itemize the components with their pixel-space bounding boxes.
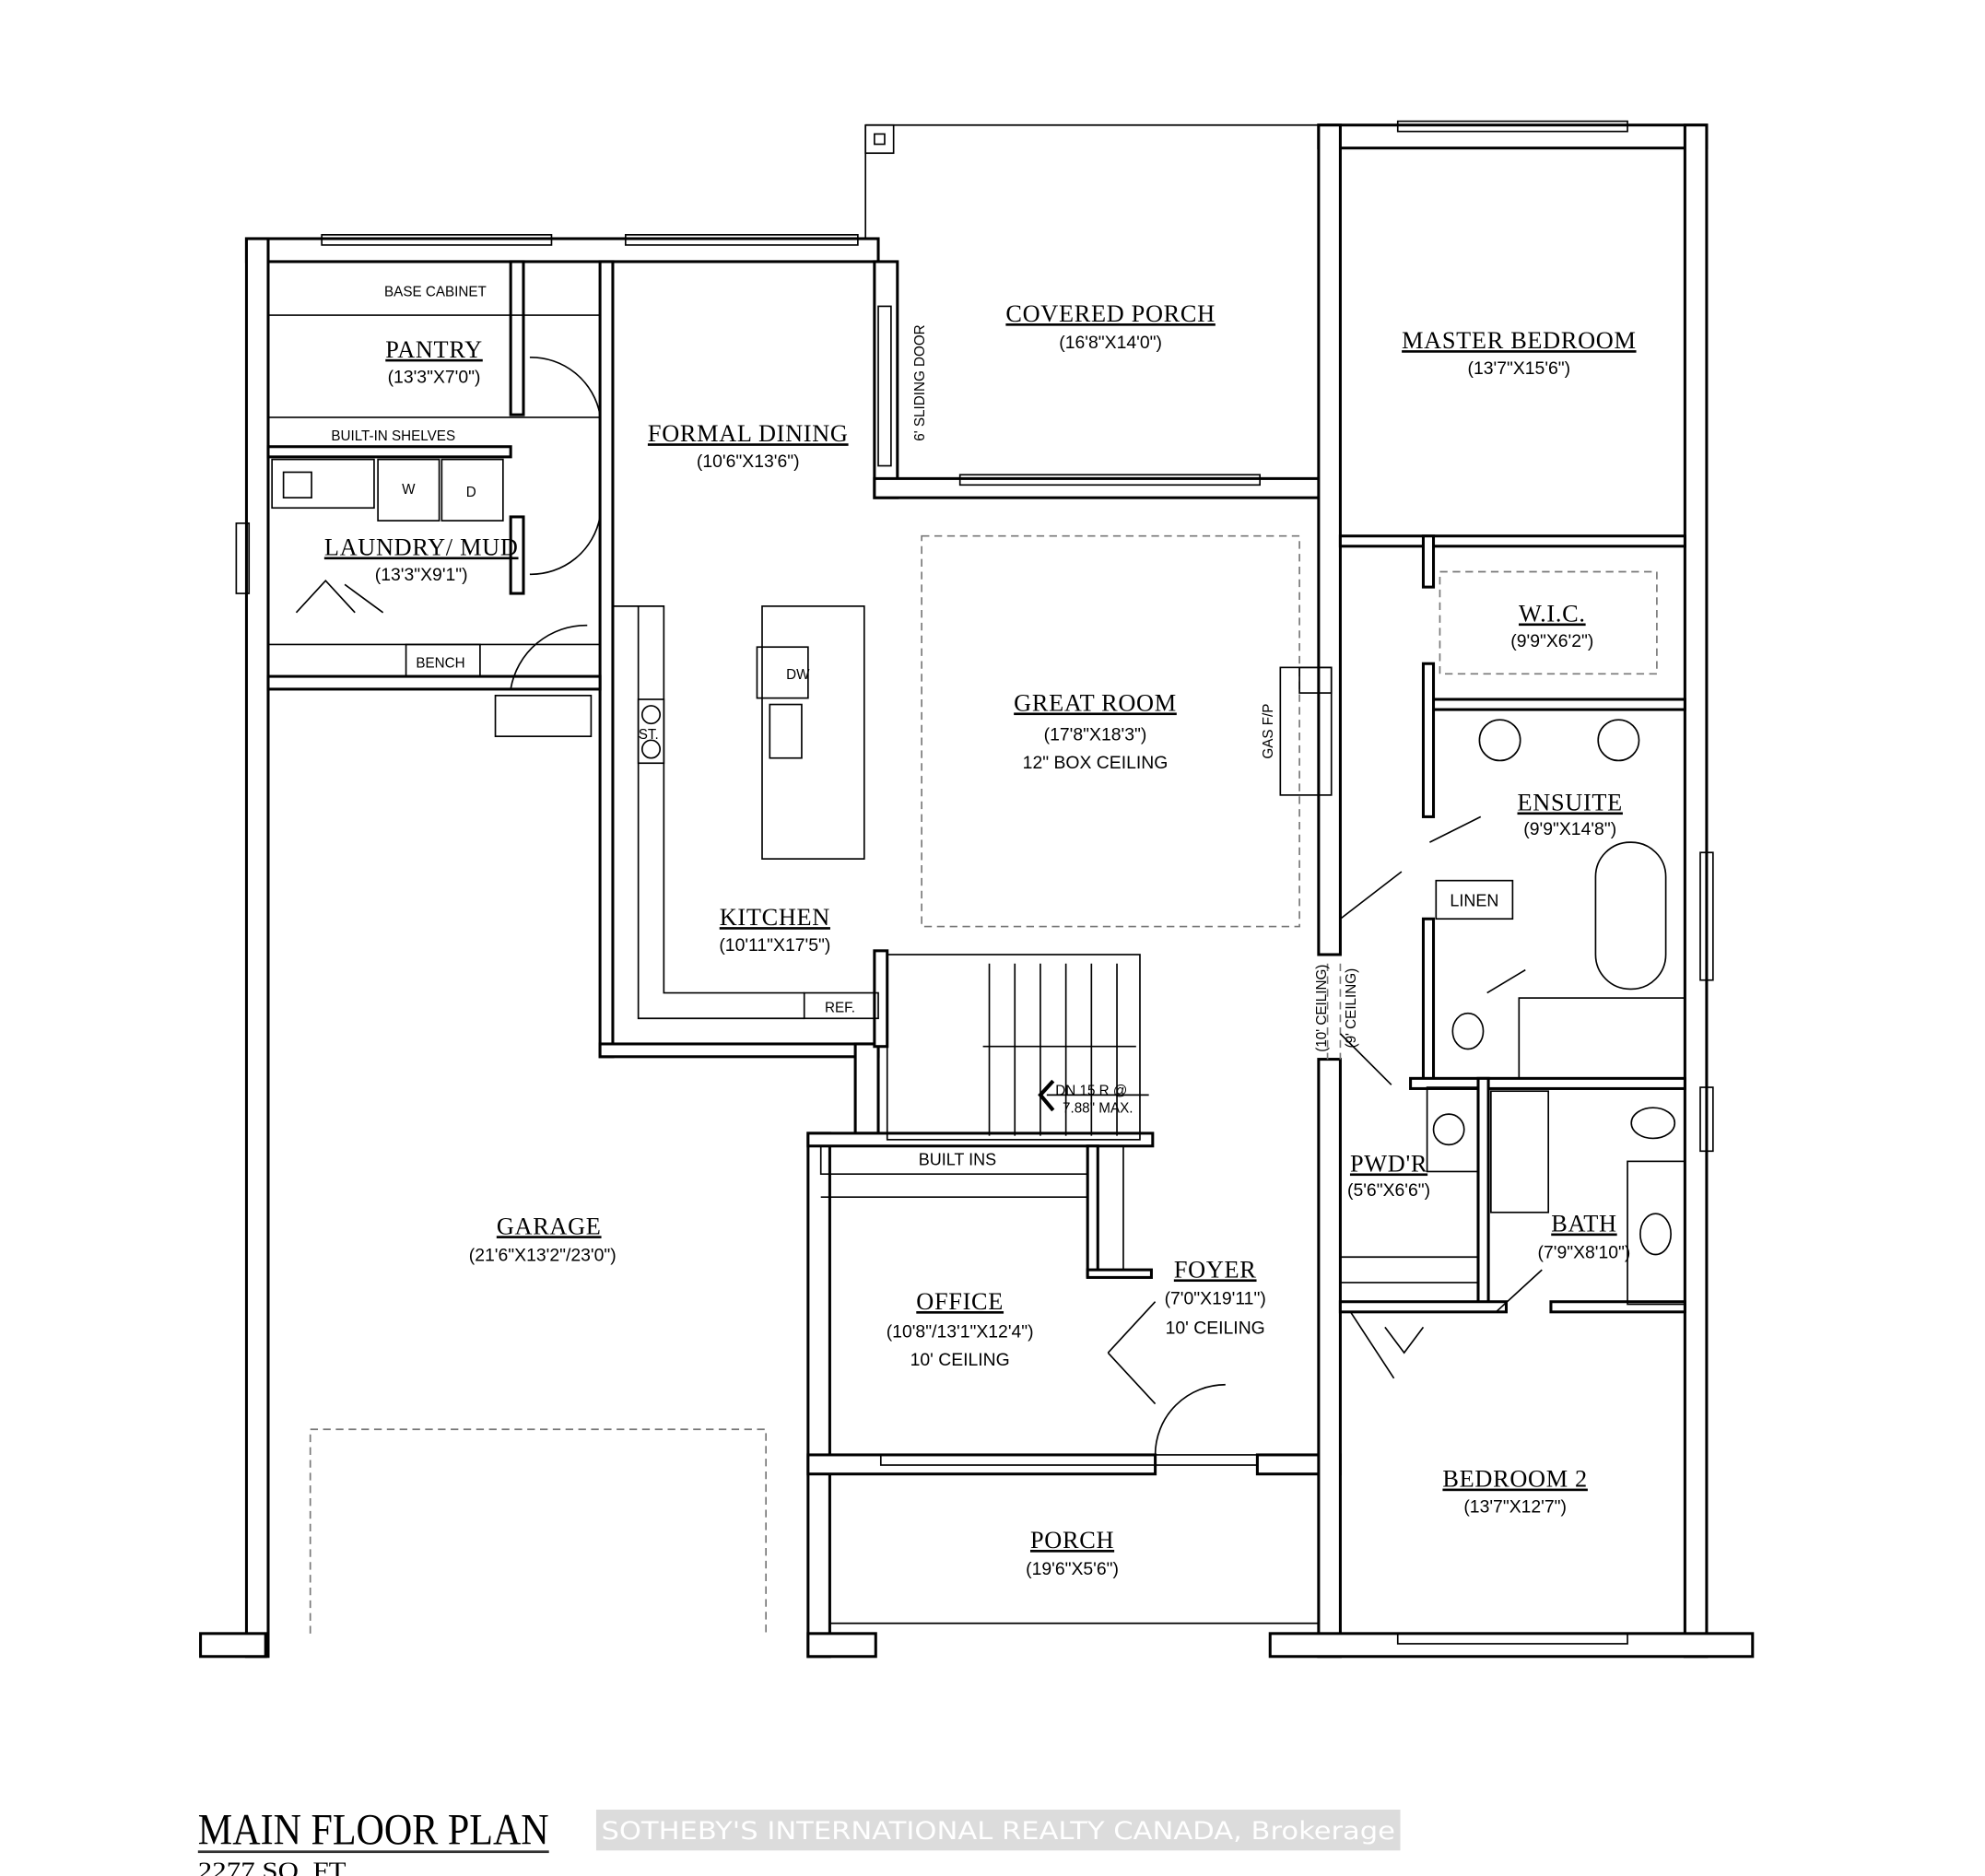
- room-name-pwdr: PWD'R: [1350, 1150, 1427, 1177]
- room-name-ensuite: ENSUITE: [1518, 789, 1623, 815]
- room-dims-porch: (19'6"X5'6"): [1026, 1559, 1119, 1579]
- plan-title: MAIN FLOOR PLAN: [198, 1806, 549, 1854]
- room-dims-pwdr: (5'6"X6'6"): [1347, 1180, 1430, 1201]
- room-dims-pantry: (13'3"X7'0"): [388, 368, 481, 388]
- room-dims-garage: (21'6"X13'2"/23'0"): [469, 1245, 617, 1265]
- bench-label: BENCH: [416, 655, 464, 671]
- built-ins-label: BUILT INS: [919, 1151, 996, 1169]
- room-dims-laundry-mud: (13'3"X9'1"): [375, 565, 468, 585]
- room-name-kitchen: KITCHEN: [720, 904, 830, 931]
- covered-porch-outline: [864, 123, 1319, 256]
- room-name-bath: BATH: [1551, 1211, 1616, 1237]
- room-note-great-room: 12" BOX CEILING: [1023, 753, 1169, 773]
- stairs-label-line2: 7.88" MAX.: [1063, 1101, 1133, 1117]
- room-dims-wic: (9'9"X6'2"): [1510, 631, 1593, 651]
- fixtures: [267, 314, 1686, 1634]
- ceiling-10-label: (10' CEILING): [1314, 965, 1330, 1052]
- room-dims-great-room: (17'8"X18'3"): [1044, 724, 1147, 745]
- windows: [235, 120, 1714, 1645]
- stairs-label-line1: DN 15 R @: [1055, 1083, 1127, 1098]
- brokerage-watermark: SOTHEBY'S INTERNATIONAL REALTY CANADA, B…: [601, 1818, 1394, 1846]
- room-name-pantry: PANTRY: [385, 336, 483, 363]
- room-note-foyer: 10' CEILING: [1166, 1318, 1265, 1338]
- sliding-door-label: 6' SLIDING DOOR: [912, 324, 928, 440]
- title-block: MAIN FLOOR PLAN 2277 SQ. FT. SOTHEBY'S I…: [197, 1806, 1401, 1876]
- ceiling-9-label: (9' CEILING): [1344, 968, 1359, 1049]
- room-name-covered-porch: COVERED PORCH: [1005, 300, 1215, 327]
- room-dims-master-bedroom: (13'7"X15'6"): [1468, 358, 1571, 379]
- fireplace-label: GAS F/P: [1261, 704, 1276, 759]
- stove-label: ST.: [639, 727, 659, 743]
- fixture-labels: BASE CABINET BUILT-IN SHELVES W D BENCH …: [331, 284, 1498, 1168]
- room-name-laundry-mud: LAUNDRY/ MUD: [324, 533, 519, 560]
- room-name-master-bedroom: MASTER BEDROOM: [1402, 327, 1636, 354]
- room-name-office: OFFICE: [916, 1288, 1004, 1315]
- room-name-porch: PORCH: [1030, 1527, 1114, 1554]
- room-name-wic: W.I.C.: [1519, 601, 1586, 627]
- dishwasher-label: DW: [786, 667, 810, 683]
- room-note-office: 10' CEILING: [910, 1350, 1010, 1370]
- room-name-bedroom-2: BEDROOM 2: [1442, 1466, 1587, 1493]
- room-dims-bedroom-2: (13'7"X12'7"): [1463, 1496, 1567, 1517]
- room-dims-office: (10'8"/13'1"X12'4"): [887, 1322, 1034, 1343]
- linen-label: LINEN: [1450, 891, 1498, 909]
- room-dims-bath: (7'9"X8'10"): [1538, 1243, 1631, 1263]
- plan-area: 2277 SQ. FT.: [198, 1858, 351, 1876]
- room-dims-foyer: (7'0"X19'11"): [1165, 1289, 1266, 1309]
- room-name-garage: GARAGE: [497, 1213, 602, 1239]
- room-name-great-room: GREAT ROOM: [1014, 689, 1177, 716]
- room-dims-covered-porch: (16'8"X14'0"): [1059, 333, 1162, 353]
- room-dims-formal-dining: (10'6"X13'6"): [697, 451, 800, 472]
- room-dims-ensuite: (9'9"X14'8"): [1523, 819, 1616, 839]
- room-name-foyer: FOYER: [1174, 1256, 1257, 1283]
- washer-label: W: [402, 482, 416, 498]
- built-in-shelves-label: BUILT-IN SHELVES: [331, 428, 455, 444]
- room-labels: COVERED PORCH (16'8"X14'0") MASTER BEDRO…: [324, 300, 1636, 1579]
- dryer-label: D: [466, 485, 476, 500]
- base-cabinet-label: BASE CABINET: [384, 284, 487, 299]
- room-dims-kitchen: (10'11"X17'5"): [719, 935, 830, 956]
- room-name-formal-dining: FORMAL DINING: [648, 420, 849, 447]
- ref-label: REF.: [825, 1000, 855, 1015]
